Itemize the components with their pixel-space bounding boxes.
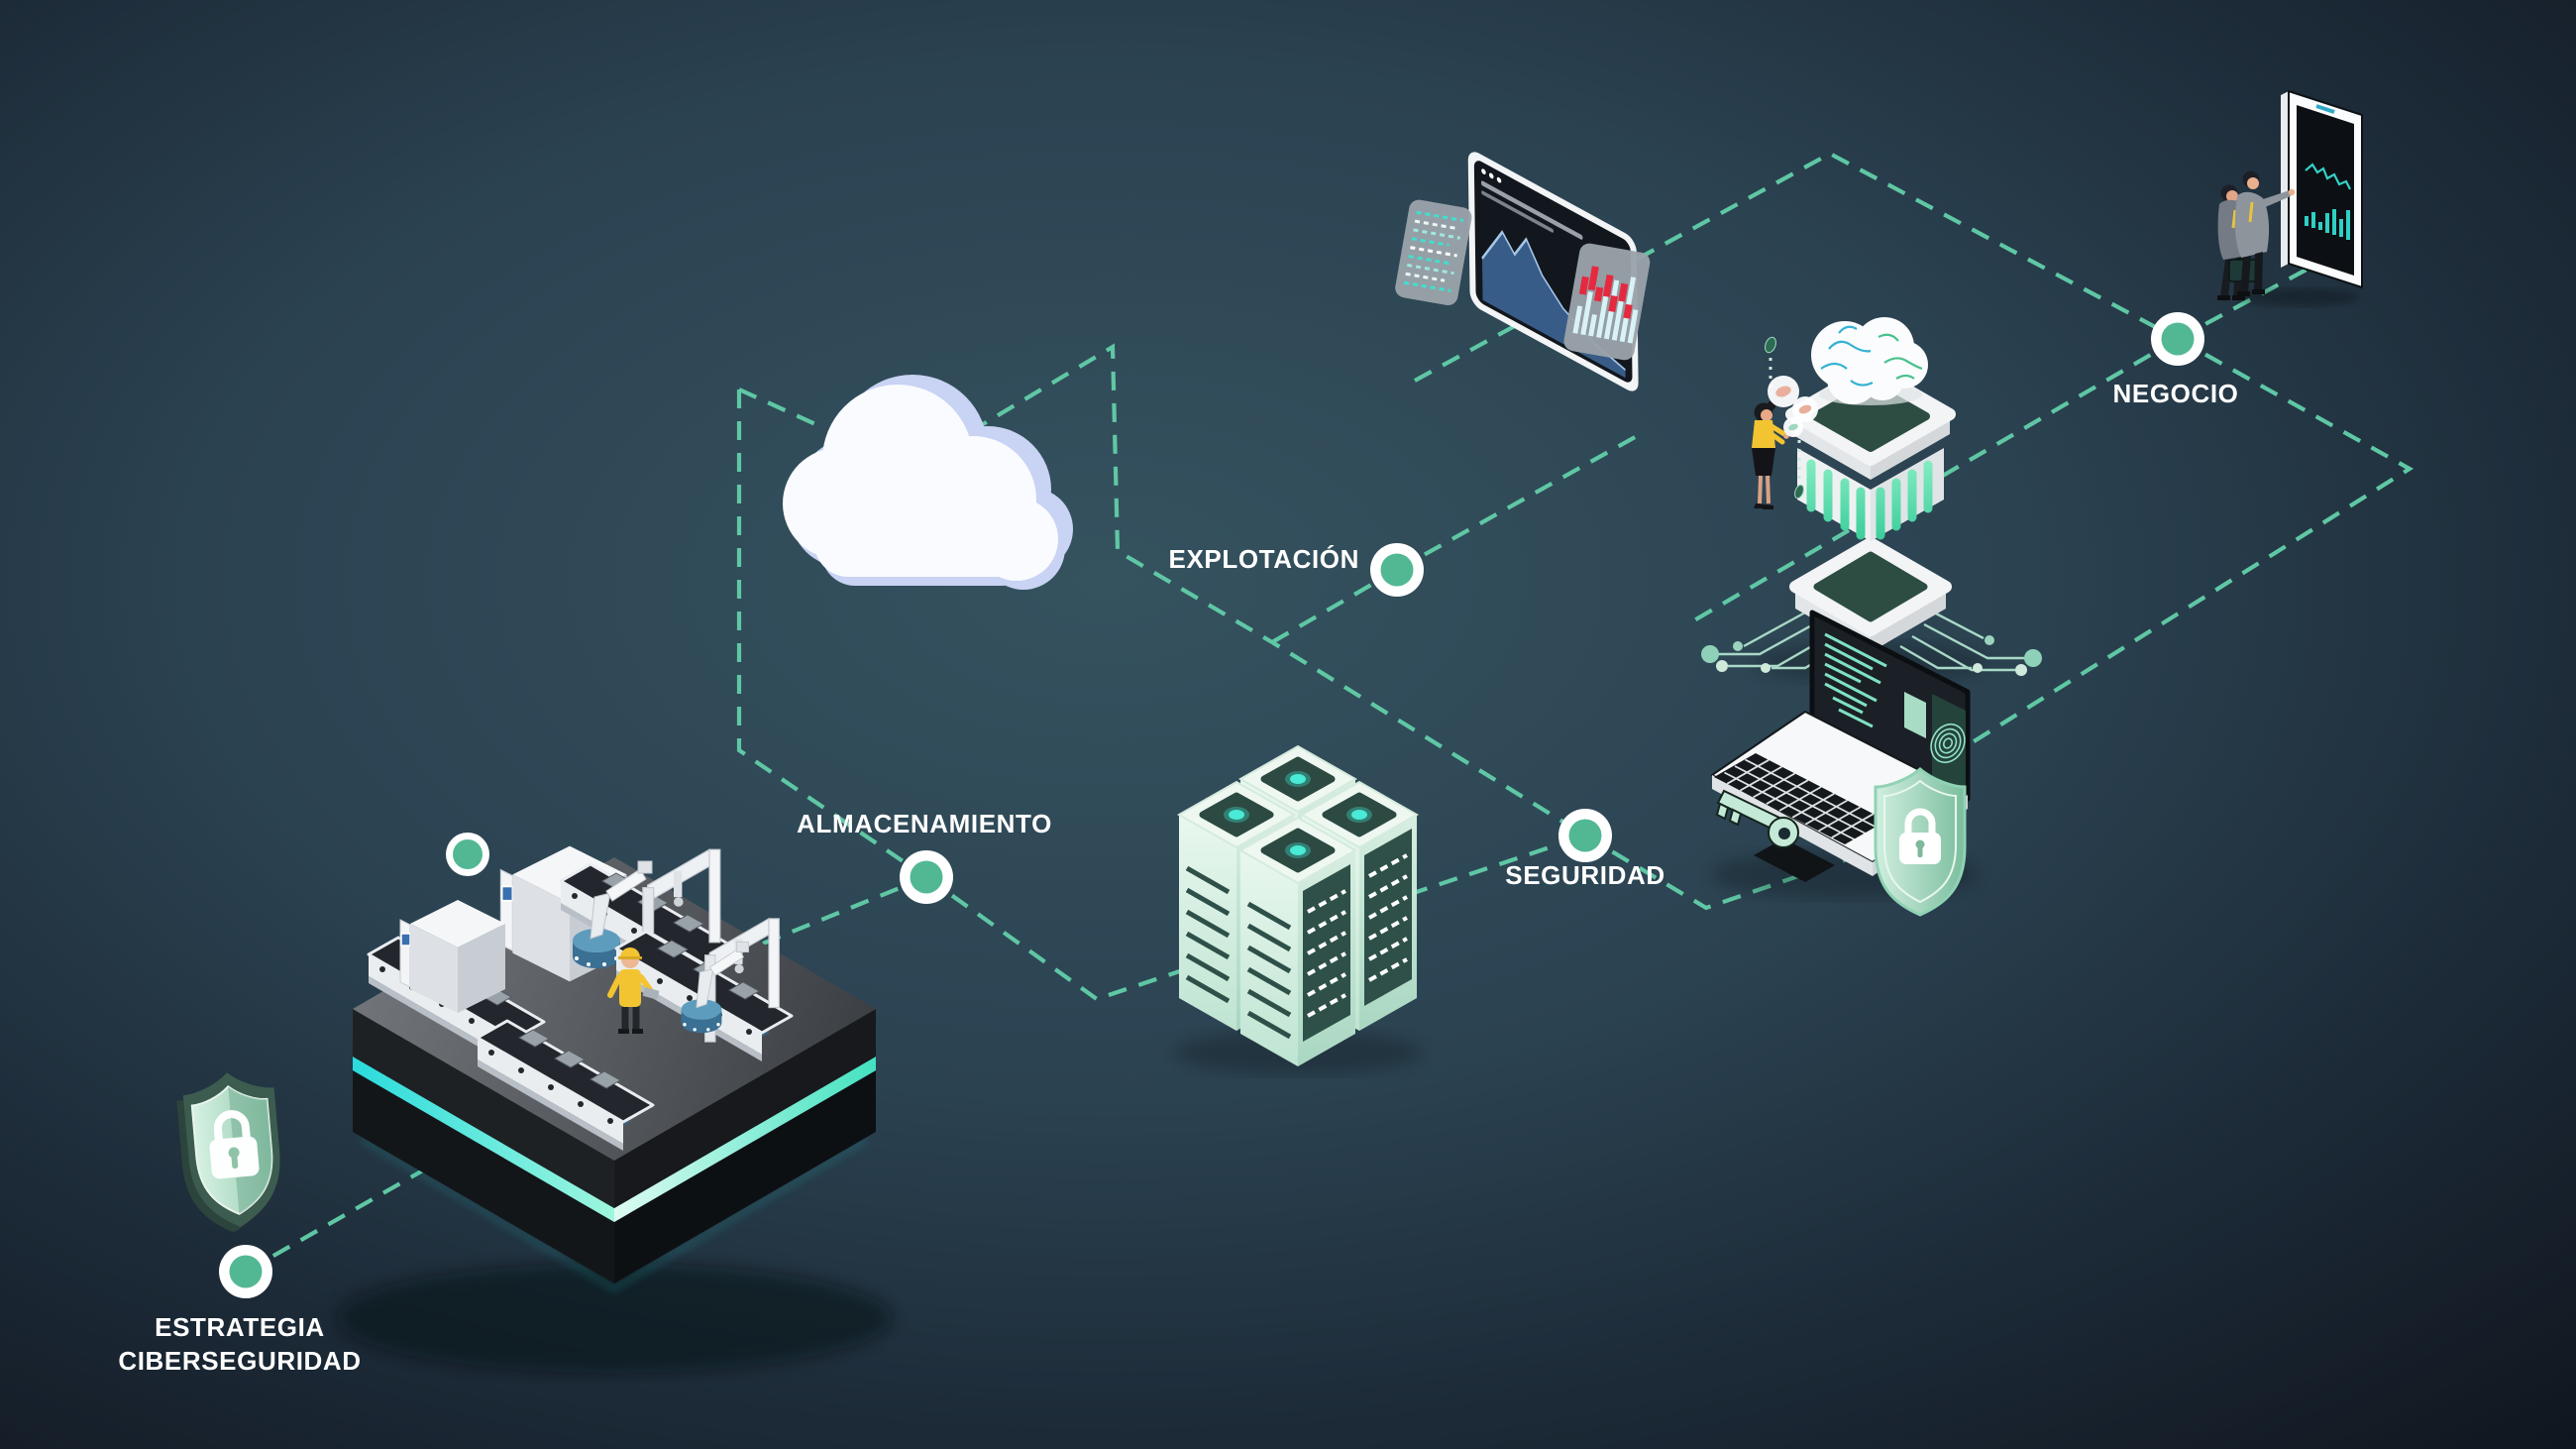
connector-network xyxy=(244,151,2415,1274)
fingerprint-panel xyxy=(1932,694,1966,793)
phone-screen xyxy=(2297,105,2354,276)
node-explotacion xyxy=(1370,543,1424,597)
smart-factory-platform-icon xyxy=(337,833,892,1373)
circuit-dots xyxy=(1701,635,2042,676)
flow-labels: ESTRATEGIA CIBERSEGURIDAD ALMACENAMIENTO… xyxy=(118,379,2238,1376)
phone-speaker xyxy=(2315,104,2335,114)
label-negocio: NEGOCIO xyxy=(2113,379,2239,408)
code-lines xyxy=(1824,632,1887,728)
phone-line-chart xyxy=(2305,163,2351,190)
connector-explotacion-browser xyxy=(1395,434,1639,572)
flow-nodes xyxy=(219,312,2204,1298)
server-racks-icon xyxy=(1174,746,1422,1074)
key-icon xyxy=(1715,789,1799,848)
brain-icon xyxy=(1811,317,1928,405)
node-negocio xyxy=(2151,312,2204,366)
shield-lock-icon-front xyxy=(1874,767,1967,917)
touchpad xyxy=(1754,838,1835,882)
data-bubbles xyxy=(1768,376,1818,437)
connector-negocio-phone xyxy=(2177,255,2331,341)
connector-cloud-seguridad xyxy=(941,343,1587,837)
connector-browser-negocio xyxy=(1413,151,2179,383)
node-almacenamiento xyxy=(900,850,953,904)
node-estrategia xyxy=(219,1245,272,1298)
connector-negocio-laptop-right xyxy=(1958,337,2415,752)
label-almacenamiento: ALMACENAMIENTO xyxy=(797,809,1052,838)
connector-valley-explotacion xyxy=(1270,568,1399,644)
fingerprint-icon xyxy=(1930,723,1966,764)
code-card xyxy=(1395,199,1472,306)
label-estrategia-line1: ESTRATEGIA xyxy=(155,1312,325,1342)
connector-cloud-elbow xyxy=(738,388,825,430)
business-mobile-presentation-icon xyxy=(2217,90,2363,306)
cybersecurity-shield-lock-icon xyxy=(176,1072,280,1233)
businessmen-figures xyxy=(2217,170,2296,300)
cloud-icon xyxy=(783,375,1073,590)
factory-node-dot xyxy=(446,833,489,876)
label-estrategia-line2: CIBERSEGURIDAD xyxy=(118,1346,361,1376)
secure-laptop-fingerprint-icon xyxy=(1711,610,1979,917)
bars-card xyxy=(1563,243,1651,361)
phone-bar-chart xyxy=(2305,209,2350,240)
connector-cloud-vertical xyxy=(736,390,928,879)
analytics-browser-icon xyxy=(1395,152,1651,391)
node-seguridad xyxy=(1558,809,1612,862)
label-explotacion: EXPLOTACIÓN xyxy=(1169,544,1359,574)
data-scientist-figure xyxy=(1752,336,1818,509)
label-seguridad: SEGURIDAD xyxy=(1505,860,1664,890)
connector-almacenamiento-seguridad xyxy=(924,834,1586,1002)
